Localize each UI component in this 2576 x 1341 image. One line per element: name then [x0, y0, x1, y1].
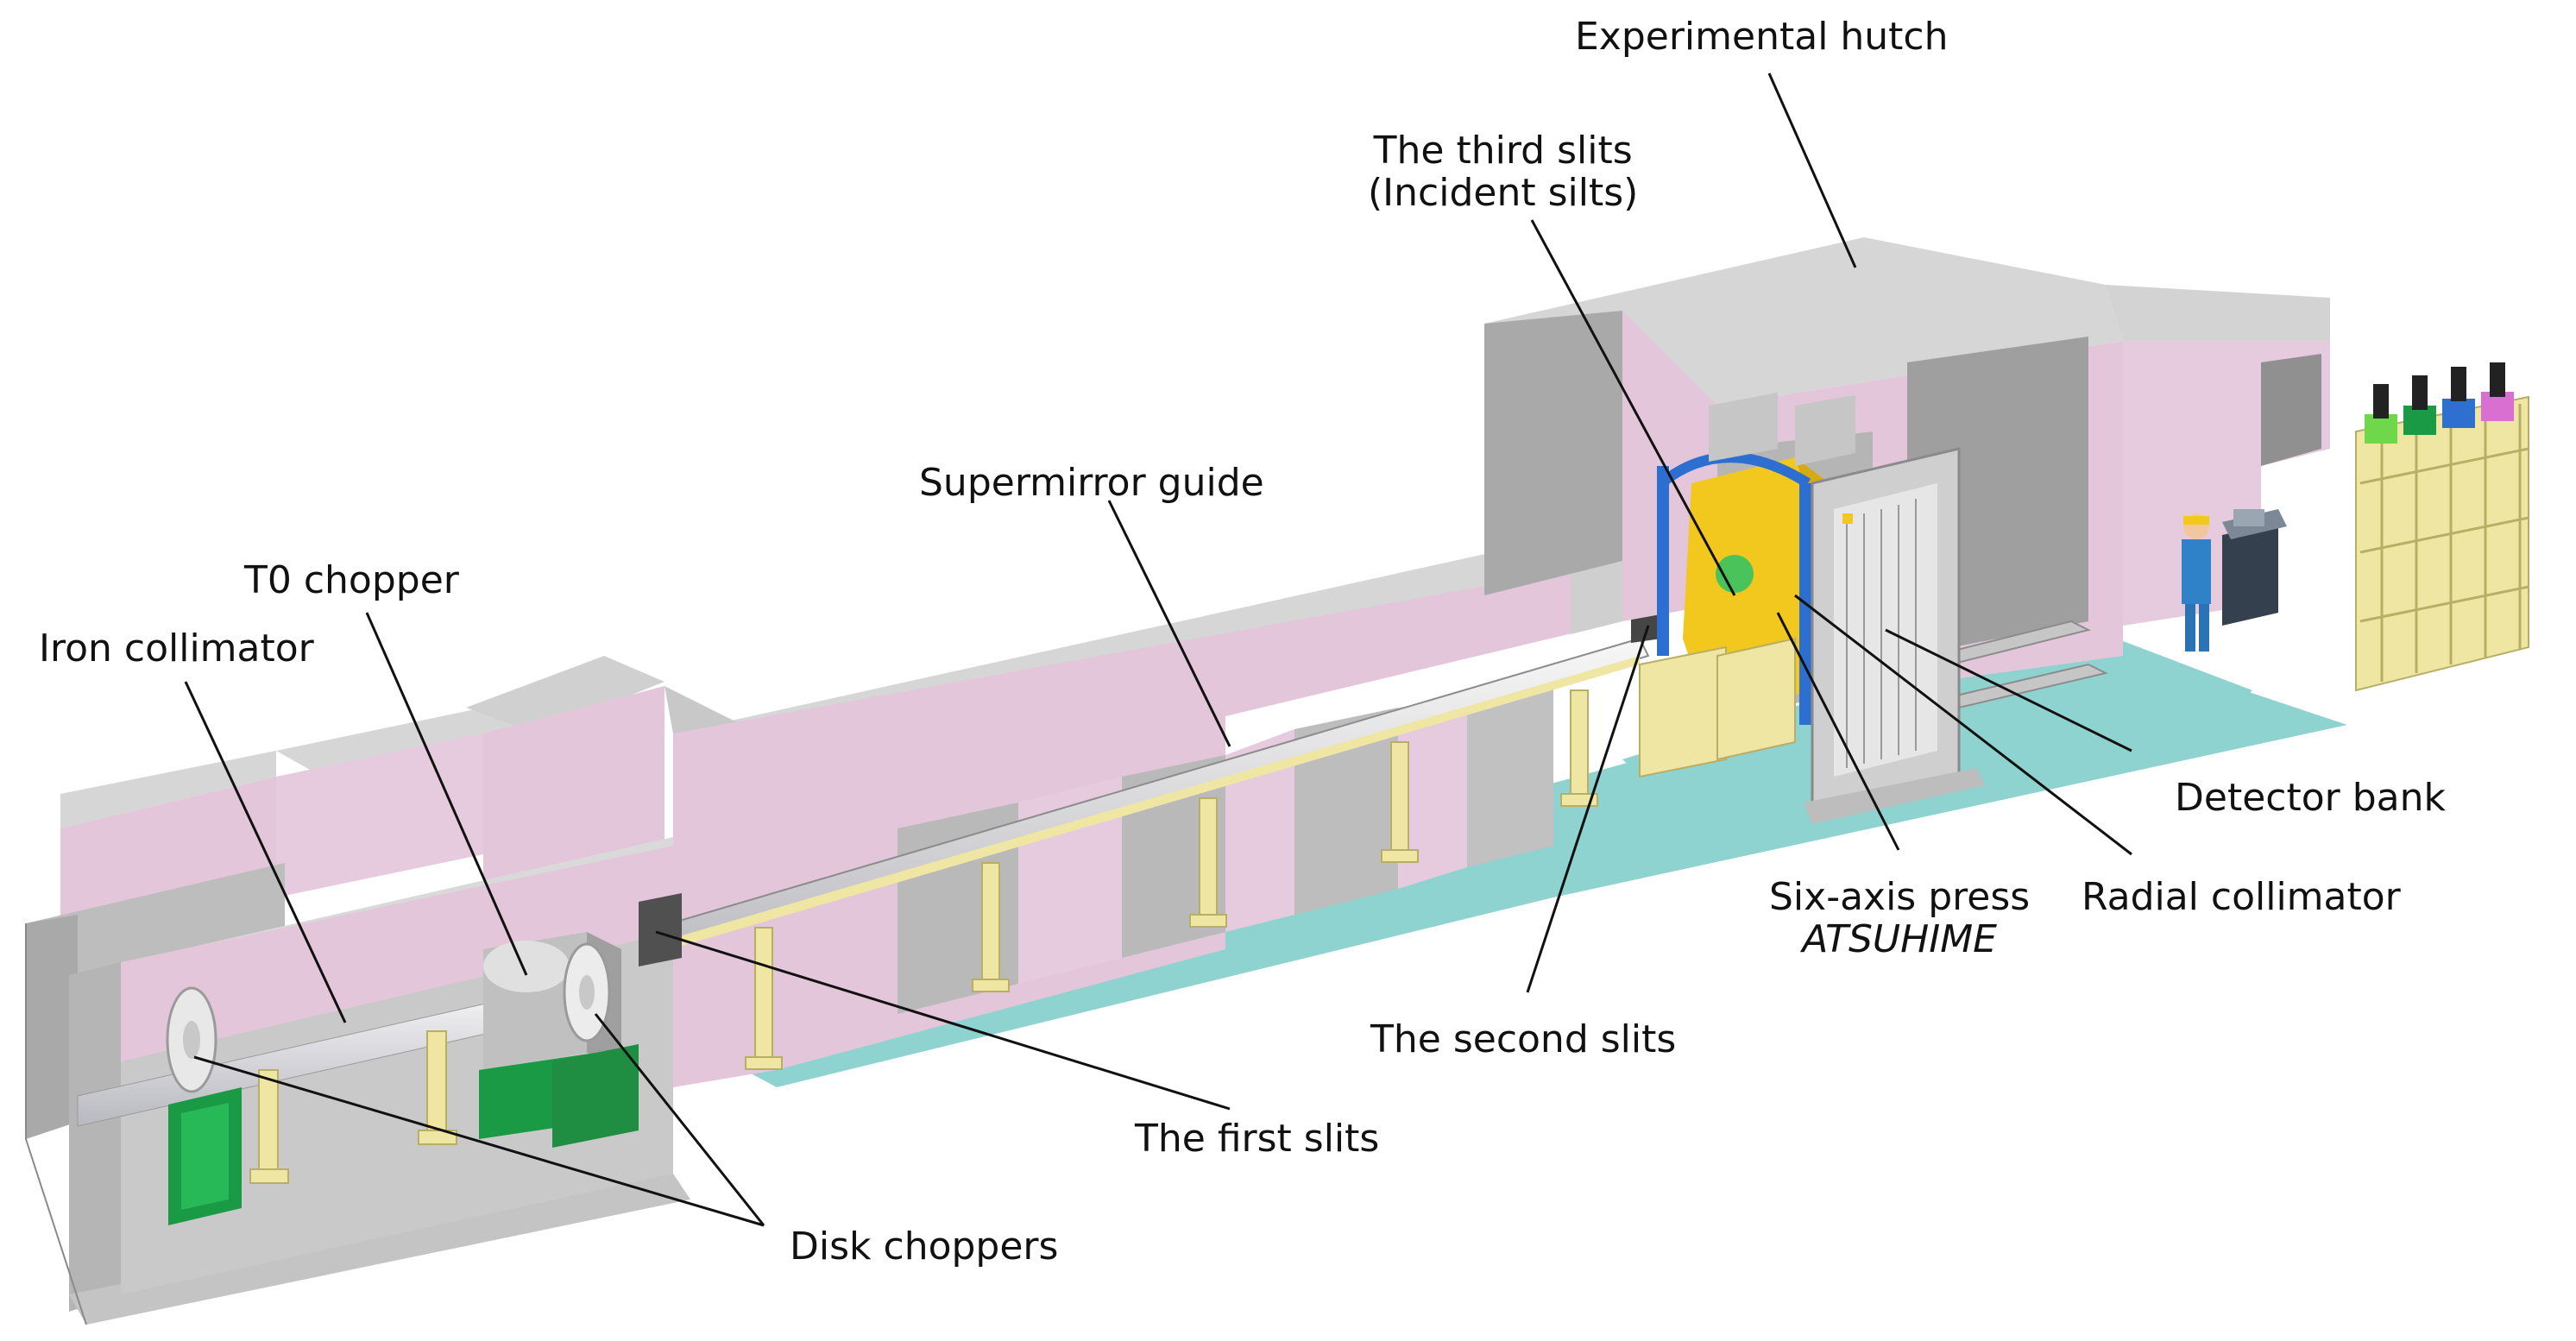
label-iron-collimator: Iron collimator — [39, 626, 314, 670]
guide-rail — [664, 656, 1640, 951]
label-first-slits: The first slits — [1135, 1117, 1380, 1161]
leader-radial-collimator — [1794, 594, 2132, 856]
label-detector-bank: Detector bank — [2175, 776, 2446, 820]
leader-iron-collimator — [184, 681, 347, 1023]
label-third-slits: The third slits (Incident silts) — [1368, 129, 1638, 215]
press-platform — [1639, 637, 1796, 778]
leader-disk-choppers-b — [594, 1013, 765, 1226]
control-cabinet — [2222, 509, 2287, 626]
label-disk-choppers: Disk choppers — [790, 1225, 1059, 1269]
leader-detector-bank — [1885, 628, 2132, 752]
detector-bank — [1804, 447, 1985, 824]
label-second-slits: The second slits — [1370, 1017, 1677, 1061]
operator-figure — [2182, 513, 2211, 652]
label-supermirror-guide: Supermirror guide — [919, 461, 1264, 505]
leader-supermirror-guide — [1107, 500, 1231, 747]
left-guide-supports — [249, 1030, 457, 1184]
disk-chopper-right — [563, 942, 611, 1042]
leader-disk-choppers-a — [193, 1055, 765, 1227]
guide-supports — [745, 689, 1598, 1070]
disk-chopper-left — [166, 986, 242, 1225]
label-experimental-hutch: Experimental hutch — [1575, 15, 1949, 59]
leader-first-slits — [655, 930, 1231, 1111]
first-slits — [639, 893, 682, 966]
leader-experimental-hutch — [1767, 72, 1857, 268]
label-radial-collimator: Radial collimator — [2082, 875, 2401, 919]
label-atsuhime: ATSUHIME — [1802, 917, 1997, 962]
left-shielding — [25, 656, 690, 1325]
leader-t0-chopper — [365, 612, 528, 976]
guide-shielding — [664, 535, 1622, 1087]
label-t0-chopper: T0 chopper — [244, 558, 459, 602]
label-third-slits-line2: (Incident silts) — [1368, 171, 1639, 216]
label-third-slits-line1: The third slits — [1373, 129, 1633, 173]
leader-lines — [184, 72, 2132, 1227]
leader-second-slits — [1526, 625, 1650, 993]
label-six-axis-press: Six-axis press ATSUHIME — [1769, 876, 2030, 961]
label-six-axis-press-text: Six-axis press — [1769, 875, 2031, 919]
leader-third-slits — [1530, 219, 1736, 596]
detector-tower — [2355, 362, 2529, 692]
leader-six-axis-press — [1776, 612, 1900, 851]
